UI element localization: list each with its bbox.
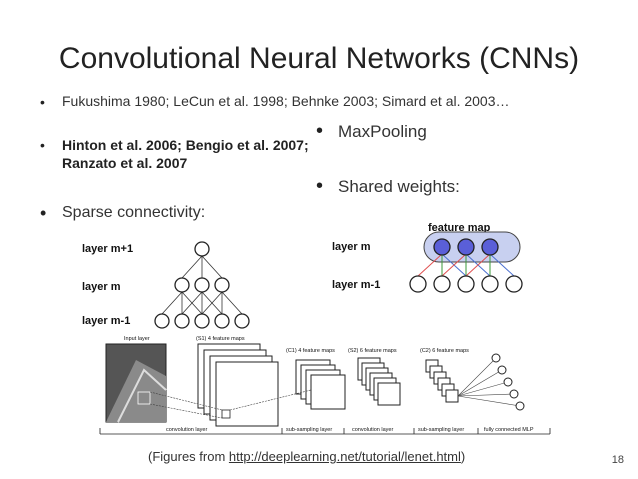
figure-caption: (Figures from http://deeplearning.net/tu… [148, 449, 465, 464]
c2-label: (C2) 6 feature maps [420, 348, 469, 354]
shared-weights-figure: feature map layer m layer m-1 [332, 222, 523, 293]
layer-label-m-plus-1: layer m+1 [82, 243, 133, 255]
bullet-references: Fukushima 1980; LeCun et al. 1998; Behnk… [62, 93, 510, 109]
slide-title: Convolutional Neural Networks (CNNs) [58, 42, 580, 75]
feature-map-label: feature map [428, 222, 491, 234]
s2-label: (S2) 6 feature maps [348, 348, 397, 354]
input-layer-label: Input layer [124, 336, 150, 342]
sparse-connectivity-figure: layer m+1 layer m layer m-1 [82, 241, 250, 329]
stage-mlp: fully connected MLP [484, 427, 534, 433]
bullet-shared-weights: Shared weights: [338, 177, 460, 196]
stage-subsampling-1: sub-sampling layer [286, 427, 332, 433]
c1-label: (C1) 4 feature maps [286, 348, 335, 354]
bullet-maxpooling: MaxPooling [338, 122, 427, 141]
caption-prefix: (Figures from [148, 449, 229, 464]
layer-label-m-minus-1: layer m-1 [82, 315, 130, 327]
bullet-marker: • [40, 203, 47, 223]
caption-suffix: ) [460, 449, 466, 464]
bullet-marker: • [40, 137, 45, 153]
page-number: 18 [611, 454, 624, 466]
bullet-marker: • [40, 94, 45, 110]
shared-layer-label-m: layer m [332, 241, 371, 253]
bullet-sparse-connectivity: Sparse connectivity: [62, 204, 206, 221]
bullet-marker: • [316, 120, 324, 142]
lenet-figure: Input layer (S1) 4 feature maps (C1) 4 f… [99, 336, 551, 435]
caption-link[interactable]: http://deeplearning.net/tutorial/lenet.h… [228, 449, 461, 464]
bullet-marker: • [316, 175, 324, 197]
bullet-deep-references: Hinton et al. 2006; Bengio et al. 2007; … [62, 137, 309, 171]
stage-convolution-1: convolution layer [166, 427, 207, 433]
shared-layer-label-m-minus-1: layer m-1 [332, 279, 380, 291]
stage-subsampling-2: sub-sampling layer [418, 427, 464, 433]
s1-label: (S1) 4 feature maps [196, 336, 245, 342]
layer-label-m: layer m [82, 281, 121, 293]
stage-convolution-2: convolution layer [352, 427, 393, 433]
